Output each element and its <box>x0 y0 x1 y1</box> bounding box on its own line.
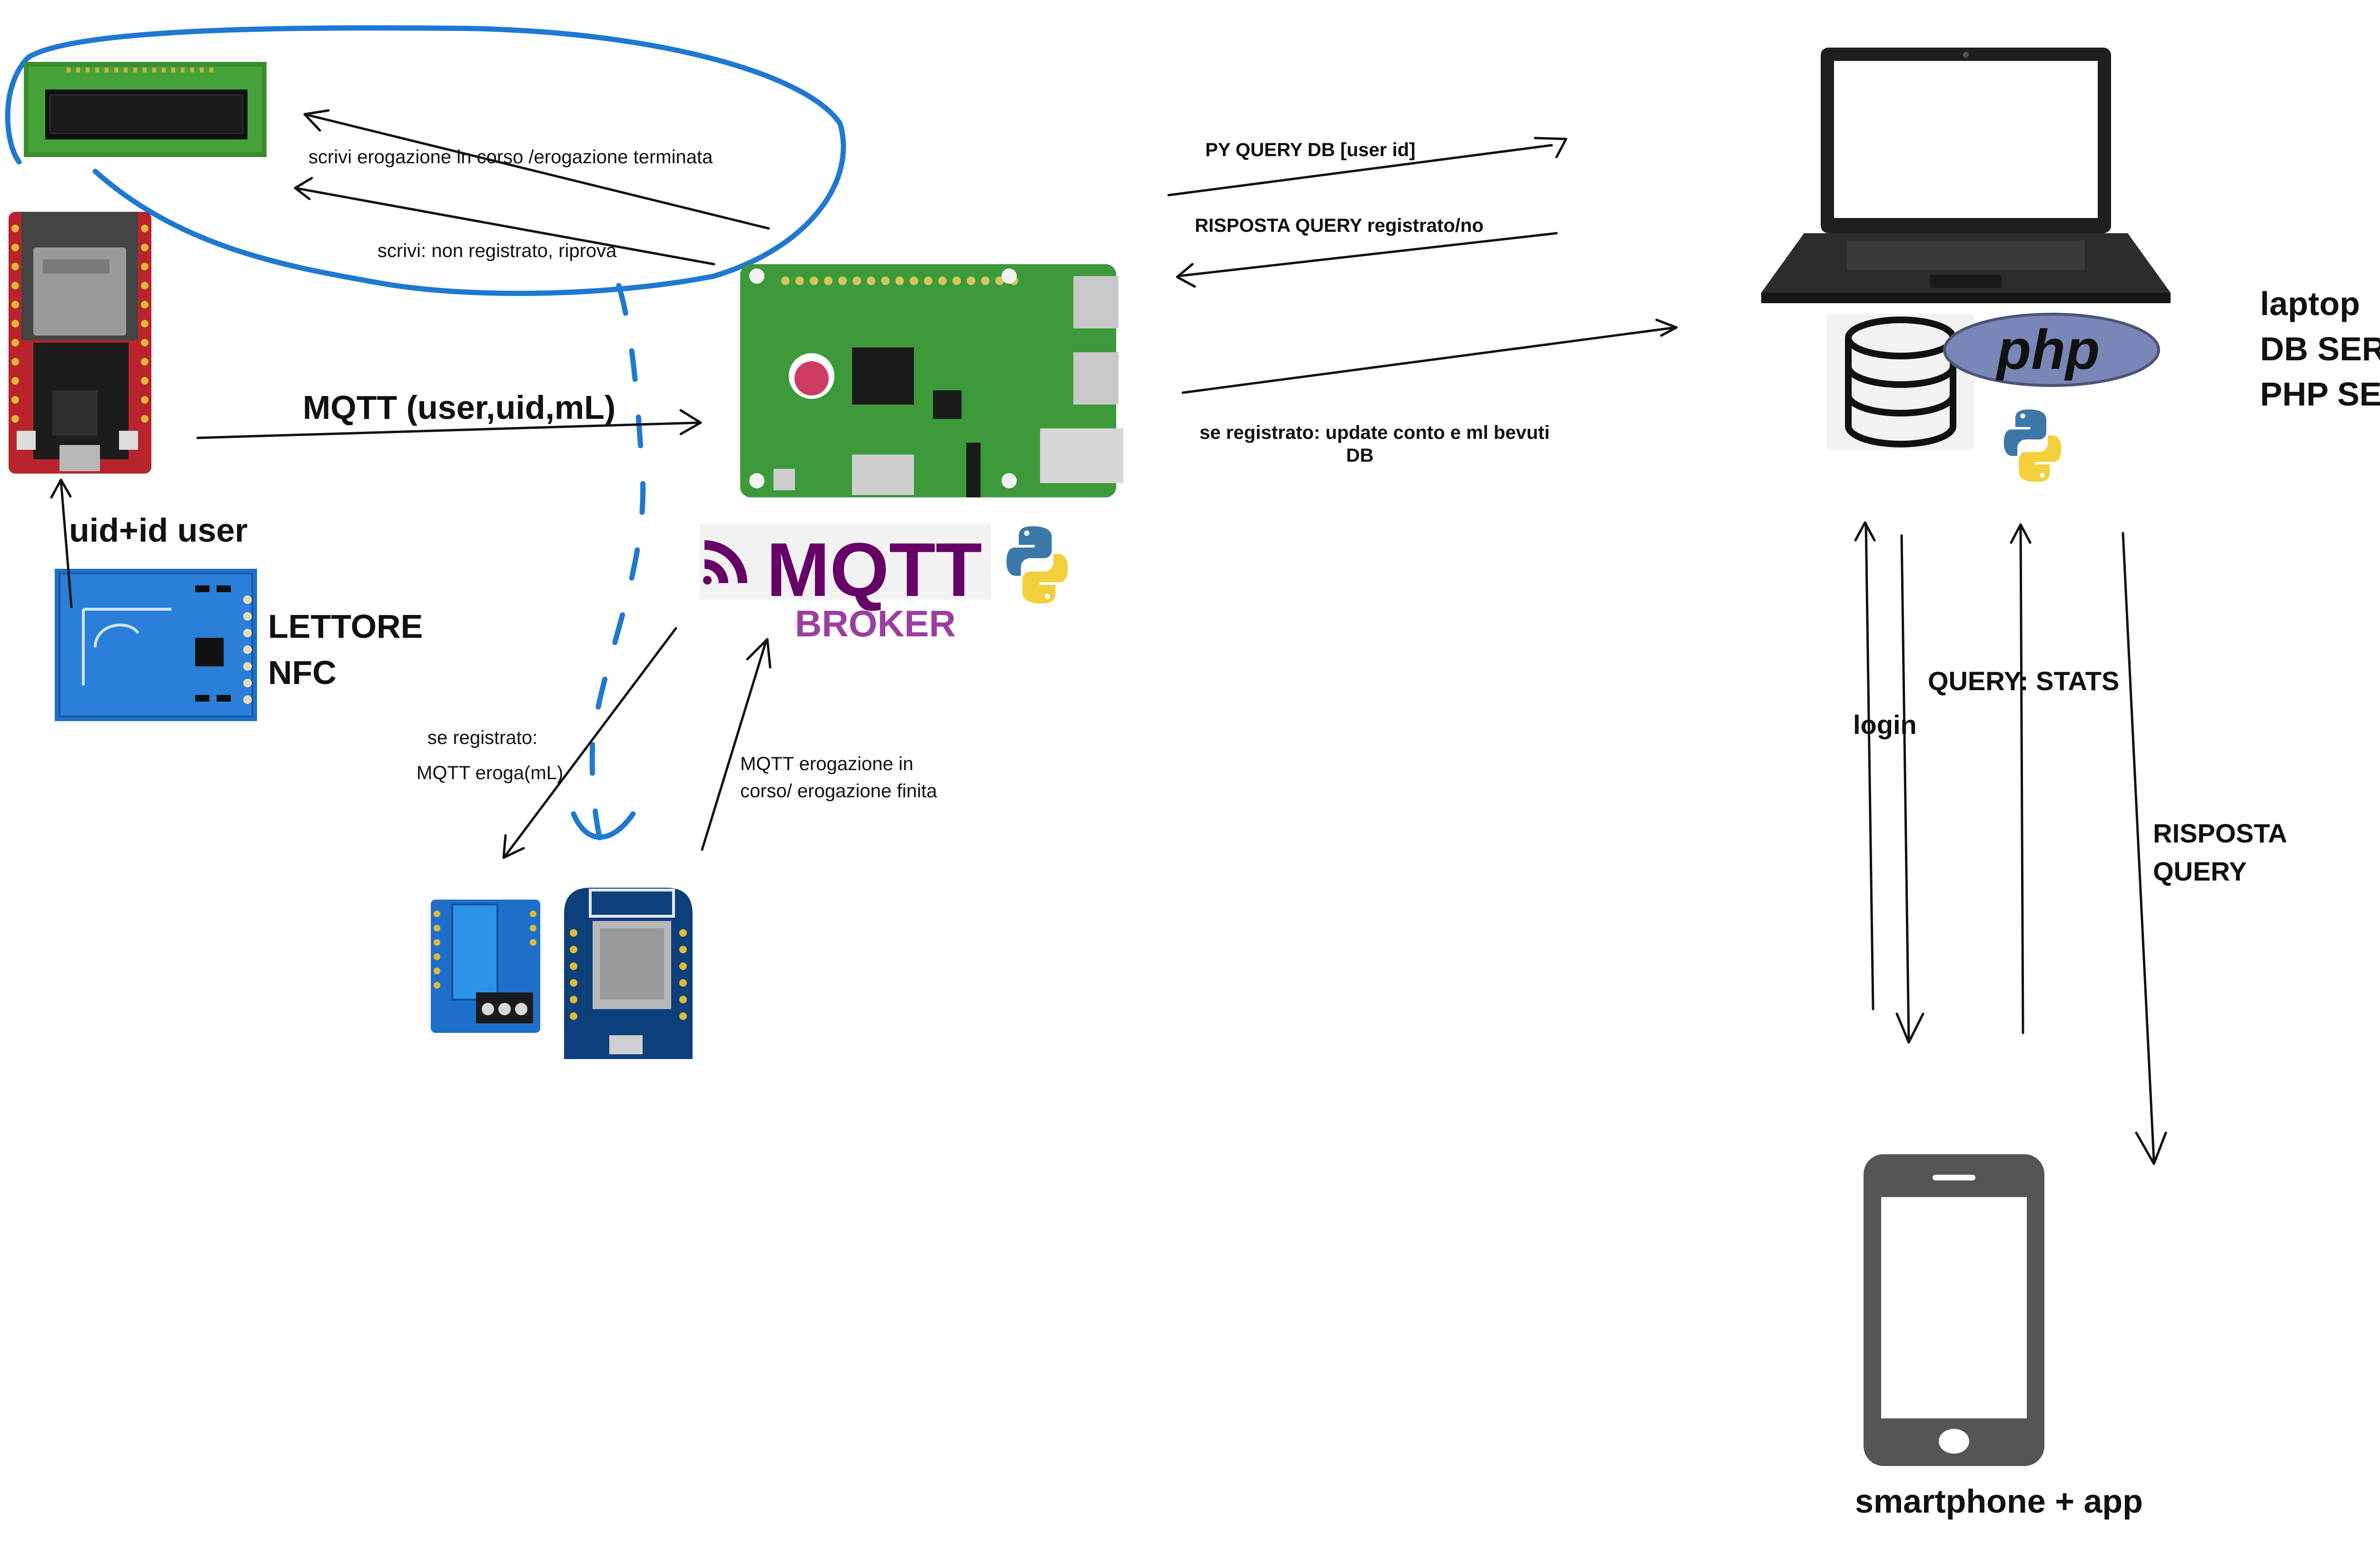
mqtt-status-arrow <box>701 639 768 851</box>
database-icon <box>1827 314 1974 450</box>
mqtt-message-label: MQTT (user,uid,mL) <box>303 389 615 426</box>
mqtt-signal-icon <box>704 540 747 584</box>
query-stats-arrow <box>2019 525 2024 1034</box>
nfc-reader-module-icon <box>55 569 257 721</box>
python-logo-icon <box>1006 526 1068 604</box>
update-label-line2: DB <box>1346 445 1374 466</box>
lcd-write-not-registered-label: scrivi: non registrato, riprova <box>377 240 617 261</box>
response-label-line1: RISPOSTA <box>2153 818 2287 848</box>
login-return-line <box>1900 534 1910 1041</box>
wemos-d1-mini-icon <box>564 888 693 1059</box>
smartphone-label: smartphone + app <box>1855 1483 2143 1520</box>
lcd-arrow-bottom <box>294 187 715 266</box>
query-response-label: RISPOSTA QUERY registrato/no <box>1195 215 1484 236</box>
mqtt-status-label-line2: corso/ erogazione finita <box>740 781 937 802</box>
query-response-arrow <box>1177 232 1558 277</box>
query-stats-label: QUERY: STATS <box>1928 666 2119 696</box>
update-label-line1: se registrato: update conto e ml bevuti <box>1200 422 1550 443</box>
uid-user-label: uid+id user <box>69 512 248 549</box>
laptop-icon <box>1761 48 2171 303</box>
raspberry-pi-board-icon <box>740 264 1123 497</box>
registered-label-line1: se registrato: <box>427 727 537 748</box>
smartphone-icon <box>1864 1154 2044 1466</box>
mqtt-arrow <box>196 421 701 439</box>
nfc-reader-label-line2: NFC <box>268 654 337 691</box>
laptop-label-line1: laptop <box>2260 285 2360 322</box>
py-query-label: PY QUERY DB [user id] <box>1205 139 1416 160</box>
mqtt-logo-text: MQTT <box>766 527 982 612</box>
lcd-write-progress-label: scrivi erogazione in corso /erogazione t… <box>308 147 713 168</box>
arrows <box>50 109 2167 1165</box>
lcd-arrow-top <box>303 113 770 230</box>
labels: scrivi erogazione in corso /erogazione t… <box>69 139 2380 1520</box>
login-arrow <box>1864 522 1874 1010</box>
login-label: login <box>1853 710 1917 740</box>
laptop-label-line3: PHP SERVER <box>2260 376 2380 413</box>
registered-arrow <box>503 627 677 858</box>
mqtt-status-label-line1: MQTT erogazione in <box>740 753 913 774</box>
esp32-board-icon <box>9 212 151 474</box>
py-query-arrow <box>1167 144 1553 197</box>
update-arrow <box>1181 326 1677 394</box>
php-logo: php <box>1943 313 2160 387</box>
registered-label-line2: MQTT eroga(mL) <box>416 763 563 783</box>
query-response-phone-arrow <box>2122 532 2155 1163</box>
laptop-label-line2: DB SERVER <box>2260 330 2380 367</box>
php-logo-text: php <box>1995 318 2100 381</box>
mqtt-broker-logo: MQTT BROKER <box>700 524 991 644</box>
lcd-display-icon <box>24 62 267 157</box>
broker-label: BROKER <box>795 603 956 644</box>
relay-shield-icon <box>431 900 540 1033</box>
nfc-reader-label-line1: LETTORE <box>268 608 423 645</box>
uid-arrow <box>60 479 73 608</box>
blue-annotation <box>5 25 846 841</box>
python-logo-icon <box>2003 409 2062 482</box>
response-label-line2: QUERY <box>2153 856 2247 886</box>
